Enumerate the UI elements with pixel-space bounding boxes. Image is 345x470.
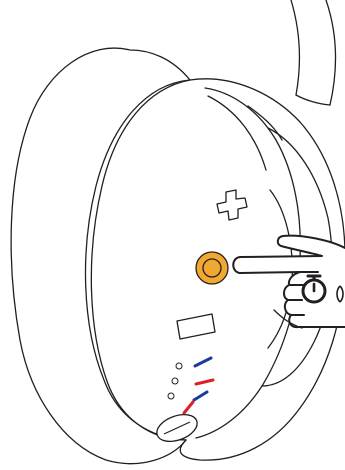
hand-pointer-icon [233,236,345,327]
led-flash-blue [194,392,207,400]
led-dot [176,363,182,369]
led-flash-red [184,402,193,413]
ear-cushion [11,48,190,464]
headband [291,0,336,105]
round-port [153,410,201,447]
led-dot [168,393,174,399]
power-button[interactable] [196,252,228,284]
side-face-bevel [208,96,266,170]
slot-button[interactable] [177,314,215,339]
volume-up-plus-button[interactable] [217,190,247,220]
led-dot [172,378,178,384]
led-flash-blue [195,358,211,366]
indicator-led [168,358,213,413]
led-flash-red [196,380,213,384]
